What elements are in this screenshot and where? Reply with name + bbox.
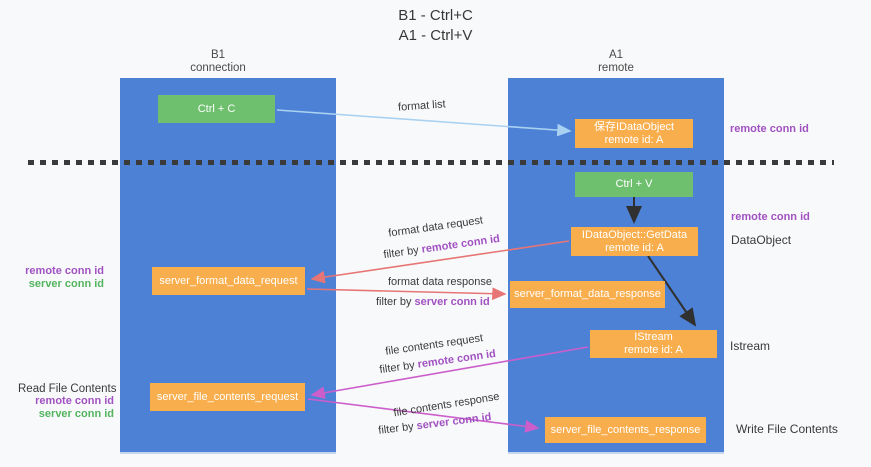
label-conn-ids-mid-left: remote conn id server conn id <box>18 265 104 291</box>
label-write-file-contents: Write File Contents <box>736 422 838 436</box>
label-server-conn-id-bottom-left: server conn id <box>38 408 114 420</box>
label-remote-conn-id-top-right: remote conn id <box>730 123 809 135</box>
node-save-idataobject-line2: remote id: A <box>604 133 664 146</box>
node-server-file-contents-request: server_file_contents_request <box>150 383 305 411</box>
node-server-format-data-request: server_format_data_request <box>152 267 305 295</box>
node-istream-line2: remote id: A <box>624 344 683 356</box>
filter-by-text: filter by <box>382 243 423 262</box>
node-ctrl-v: Ctrl + V <box>575 172 693 197</box>
remote-conn-id-text: remote conn id <box>420 232 501 256</box>
node-server-format-data-response: server_format_data_response <box>510 281 665 308</box>
edge-label-format-data-request: format data request <box>387 214 484 240</box>
node-server-file-contents-response: server_file_contents_response <box>545 417 706 443</box>
node-server-format-data-request-label: server_format_data_request <box>159 274 298 287</box>
node-ctrl-v-label: Ctrl + V <box>615 178 653 190</box>
node-server-format-data-response-label: server_format_data_response <box>514 288 661 300</box>
label-server-conn-id-mid-left: server conn id <box>28 278 104 290</box>
lane-header-a1-line2: remote <box>598 62 634 74</box>
lane-header-b1: B1 connection <box>110 49 326 75</box>
label-remote-conn-id-bottom-left: remote conn id <box>35 395 114 407</box>
label-read-block-left: Read File Contents remote conn id server… <box>18 383 117 421</box>
node-getdata-line1: IDataObject::GetData <box>581 228 688 241</box>
edge-label-format-list: format list <box>397 98 447 114</box>
filter-by-text: filter by <box>377 420 418 437</box>
filter-by-text: filter by <box>376 296 415 308</box>
node-istream-line1: IStream <box>634 331 673 343</box>
label-remote-conn-id-mid-right: remote conn id <box>731 211 810 223</box>
label-dataobject: DataObject <box>731 233 792 247</box>
lane-header-b1-line2: connection <box>190 62 246 74</box>
dashed-separator <box>28 160 834 165</box>
node-istream: IStream remote id: A <box>590 330 717 358</box>
node-server-file-contents-request-label: server_file_contents_request <box>156 390 299 403</box>
edge-label-format-data-response-filter: filter by server conn id <box>376 296 490 308</box>
node-save-idataobject-line1: 保存IDataObject <box>593 120 675 133</box>
node-ctrl-c-label: Ctrl + C <box>197 102 236 115</box>
server-conn-id-text: server conn id <box>414 296 490 308</box>
label-remote-conn-id-mid-left: remote conn id <box>25 265 104 277</box>
node-getdata-line2: remote id: A <box>605 241 664 254</box>
arrow-format-data-response <box>306 287 507 301</box>
server-conn-id-text: server conn id <box>415 411 493 433</box>
label-istream: Istream <box>730 339 771 353</box>
lane-header-a1-line1: A1 <box>608 49 624 61</box>
node-ctrl-c: Ctrl + C <box>158 95 275 123</box>
label-read-file-contents: Read File Contents <box>18 383 117 395</box>
diagram-title-line1: B1 - Ctrl+C <box>398 7 473 24</box>
diagram-title: B1 - Ctrl+C A1 - Ctrl+V <box>0 6 871 46</box>
edge-label-format-data-response: format data response <box>388 276 492 288</box>
lane-header-a1: A1 remote <box>508 49 724 75</box>
lane-header-b1-line1: B1 <box>210 49 226 61</box>
diagram-title-line2: A1 - Ctrl+V <box>398 27 473 44</box>
node-idataobject-getdata: IDataObject::GetData remote id: A <box>571 227 698 256</box>
node-save-idataobject: 保存IDataObject remote id: A <box>575 119 693 148</box>
node-server-file-contents-response-label: server_file_contents_response <box>550 423 701 436</box>
filter-by-text: filter by <box>378 358 419 377</box>
